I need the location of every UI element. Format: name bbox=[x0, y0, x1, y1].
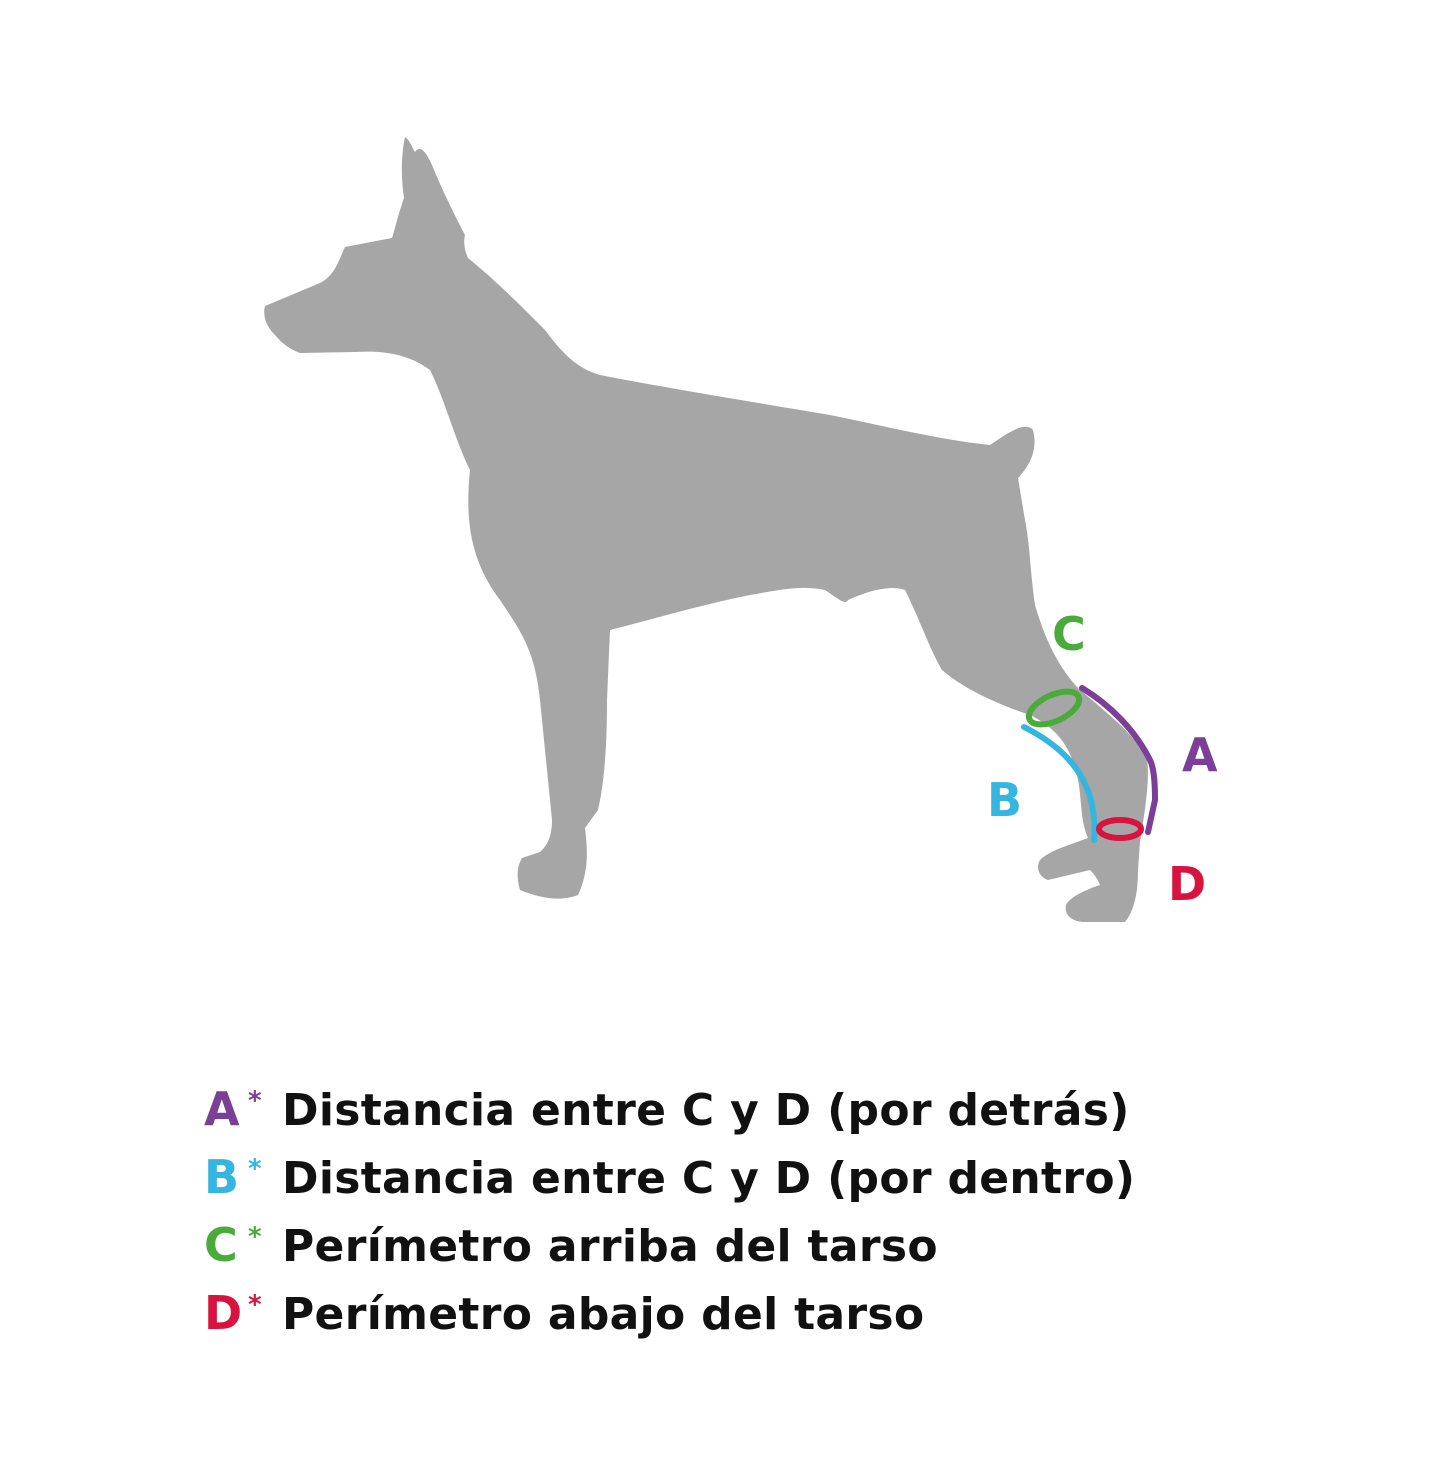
legend-key-d: D bbox=[204, 1286, 243, 1340]
marker-a-line bbox=[1079, 685, 1159, 835]
dog-silhouette bbox=[264, 137, 1148, 922]
legend-row-a: A * Distancia entre C y D (por detrás) bbox=[204, 1082, 1404, 1150]
legend-row-b: B * Distancia entre C y D (por dentro) bbox=[204, 1150, 1404, 1218]
legend-star-b: * bbox=[248, 1154, 262, 1184]
marker-d-ring bbox=[1096, 817, 1144, 841]
legend-text-b: Distancia entre C y D (por dentro) bbox=[282, 1153, 1136, 1204]
legend-text-c: Perímetro arriba del tarso bbox=[282, 1221, 938, 1272]
marker-b-label: B bbox=[987, 773, 1022, 827]
legend-row-c: C * Perímetro arriba del tarso bbox=[204, 1218, 1404, 1286]
measurement-legend: A * Distancia entre C y D (por detrás) B… bbox=[204, 1082, 1404, 1354]
legend-star-c: * bbox=[248, 1222, 262, 1252]
legend-row-d: D * Perímetro abajo del tarso bbox=[204, 1286, 1404, 1354]
legend-key-a: A bbox=[204, 1082, 240, 1136]
legend-star-a: * bbox=[248, 1086, 262, 1116]
marker-c-ring bbox=[1025, 688, 1083, 728]
marker-c-label: C bbox=[1052, 607, 1086, 661]
legend-key-c: C bbox=[204, 1218, 238, 1272]
legend-star-d: * bbox=[248, 1290, 262, 1320]
marker-b-line bbox=[1021, 724, 1098, 843]
legend-text-d: Perímetro abajo del tarso bbox=[282, 1289, 925, 1340]
legend-key-b: B bbox=[204, 1150, 240, 1204]
marker-d-label: D bbox=[1168, 857, 1206, 911]
dog-measurement-diagram: C A B D bbox=[264, 137, 1218, 922]
legend-text-a: Distancia entre C y D (por detrás) bbox=[282, 1085, 1130, 1136]
marker-a-label: A bbox=[1182, 728, 1218, 782]
